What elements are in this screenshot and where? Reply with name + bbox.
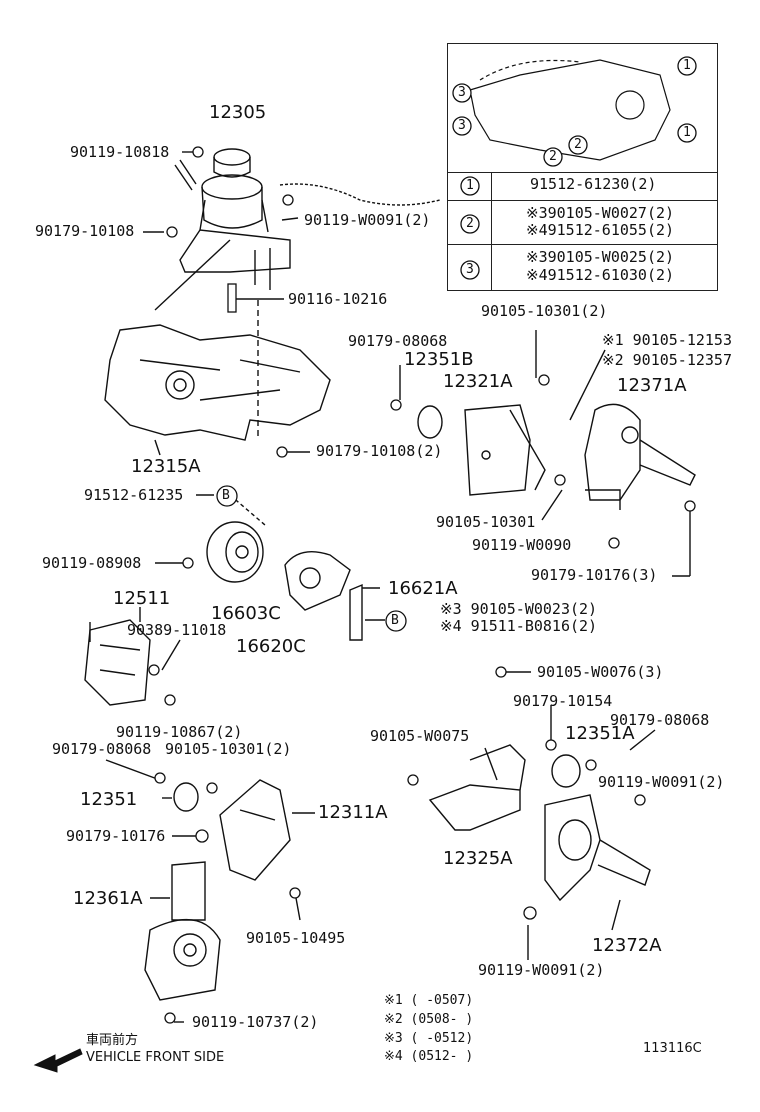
part-label: 90179-10176	[66, 827, 166, 845]
inset-row-part: ※491512-61030(2)	[526, 266, 675, 284]
part-label: 12321A	[443, 371, 513, 392]
part-label: ※2 90105-12357	[602, 351, 732, 369]
bracket-12325A-drawing	[428, 744, 526, 831]
inset-callout: 1	[683, 125, 691, 140]
part-label: 90119-W0091(2)	[304, 211, 431, 229]
inset-callout: 3	[458, 85, 466, 100]
part-label: 90179-10176(3)	[531, 566, 658, 584]
part-label: 90179-08068	[52, 740, 152, 758]
idler-pulley-drawing	[206, 494, 351, 611]
mount-12371A-drawing	[584, 403, 696, 510]
part-label: 90105-10301(2)	[481, 302, 608, 320]
part-label: 90119-08908	[42, 554, 142, 572]
part-label: ※3 90105-W0023(2)	[440, 600, 598, 618]
inset-row-part: 91512-61230(2)	[530, 175, 657, 193]
part-label: 16620C	[236, 636, 306, 657]
part-label: 12325A	[443, 848, 513, 869]
part-label: 90179-10108(2)	[316, 442, 443, 460]
vehicle-front-en: VEHICLE FRONT SIDE	[86, 1050, 225, 1065]
inset-callout: 2	[574, 137, 582, 152]
stopper-12351-drawing	[173, 782, 199, 812]
part-label: 90116-10216	[288, 290, 388, 308]
stopper-12351B-drawing	[417, 405, 443, 439]
inset-bracket-drawing	[469, 59, 671, 161]
part-label: 90179-08068	[348, 332, 448, 350]
circle-b-marker: B	[391, 613, 399, 628]
part-label: 90105-10301	[436, 513, 536, 531]
inset-callout: 2	[549, 149, 557, 164]
mount-12372A-drawing	[544, 794, 651, 902]
part-label: 12372A	[592, 935, 662, 956]
part-label: 90105-10301(2)	[165, 740, 292, 758]
bracket-12511-drawing	[84, 619, 151, 706]
part-label: 90179-08068	[610, 711, 710, 729]
circle-b-marker: B	[222, 488, 230, 503]
part-label: 90119-10867(2)	[116, 723, 243, 741]
inset-row-number: 1	[466, 178, 474, 193]
part-label: 90105-W0075	[370, 727, 470, 745]
inset-row-number: 2	[466, 216, 474, 231]
part-label: 12351A	[565, 723, 635, 744]
date-note: ※1 ( -0507)	[384, 993, 474, 1008]
part-label: 12361A	[73, 888, 143, 909]
part-label: 90179-10108	[35, 222, 135, 240]
part-label: 90105-10495	[246, 929, 346, 947]
bracket-12311A-drawing	[219, 779, 291, 881]
part-label: 90119-W0091(2)	[598, 773, 725, 791]
bracket-16621A-drawing	[349, 583, 363, 641]
part-label: 90105-W0076(3)	[537, 663, 664, 681]
diagram-code: 113116C	[643, 1041, 702, 1056]
stopper-12351A-drawing	[551, 754, 581, 788]
part-label: ※4 91511-B0816(2)	[440, 617, 598, 635]
part-label: 90179-10154	[513, 692, 613, 710]
date-note: ※4 (0512- )	[384, 1049, 474, 1064]
part-label: 90119-10737(2)	[192, 1013, 319, 1031]
inset-callout: 1	[683, 58, 691, 73]
part-label: 12371A	[617, 375, 687, 396]
part-label: 91512-61235	[84, 486, 184, 504]
part-label: 12311A	[318, 802, 388, 823]
inset-row-number: 3	[466, 262, 474, 277]
part-label: 90119-10818	[70, 143, 170, 161]
engine-mount-12305-drawing	[174, 148, 441, 290]
inset-row-part: ※390105-W0025(2)	[526, 248, 675, 266]
part-label: 12305	[209, 102, 267, 123]
part-label: 12315A	[131, 456, 201, 477]
inset-panel	[447, 43, 718, 291]
vehicle-front-arrow-icon	[33, 1048, 83, 1073]
bracket-12315A-drawing	[104, 239, 331, 441]
date-note: ※2 (0508- )	[384, 1012, 474, 1027]
inset-callout: 3	[458, 118, 466, 133]
part-label: 12351	[80, 789, 138, 810]
vehicle-front-jp: 車両前方	[86, 1033, 139, 1048]
mount-12361A-drawing	[144, 861, 221, 1001]
bracket-12321A-drawing	[464, 404, 546, 496]
part-label: 90119-W0090	[472, 536, 572, 554]
part-label: 16621A	[388, 578, 458, 599]
part-label: 90389-11018	[127, 621, 227, 639]
part-label: 12511	[113, 588, 171, 609]
part-label: ※1 90105-12153	[602, 331, 732, 349]
inset-row-part: ※390105-W0027(2)	[526, 204, 675, 222]
part-label: 90119-W0091(2)	[478, 961, 605, 979]
part-label: 16603C	[211, 603, 281, 624]
inset-row-part: ※491512-61055(2)	[526, 221, 675, 239]
date-note: ※3 ( -0512)	[384, 1031, 474, 1046]
part-label: 12351B	[404, 349, 474, 370]
